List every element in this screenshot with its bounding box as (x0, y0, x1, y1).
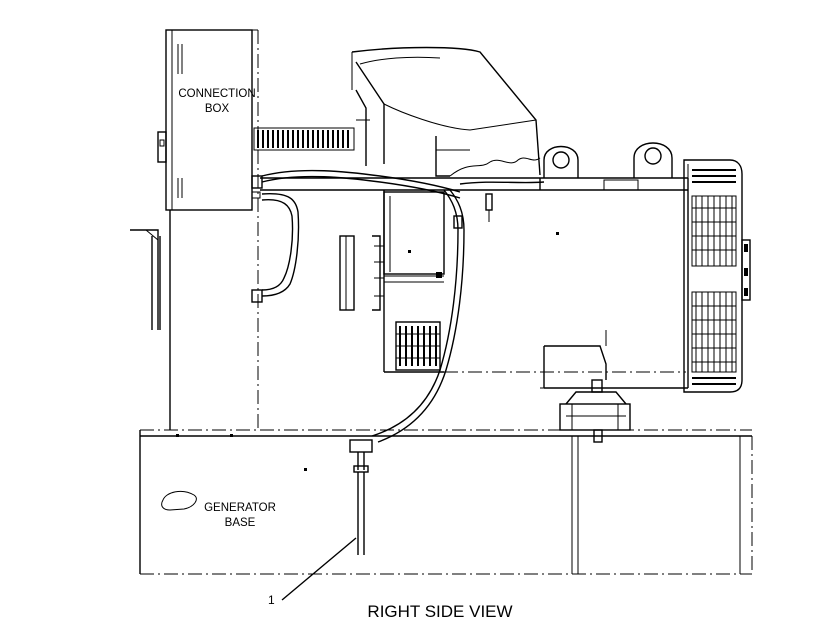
connection-box-label-line1: CONNECTION (178, 88, 255, 100)
generator-base-label-line2: BASE (225, 517, 256, 529)
generator-base-label-line1: GENERATOR (204, 502, 276, 514)
generator-body (260, 177, 689, 389)
connection-box (157, 29, 259, 430)
base-slot-outline (161, 490, 197, 511)
connection-box-label-line2: BOX (205, 103, 230, 115)
lifting-eye-right (633, 142, 673, 178)
lower-grille (395, 321, 441, 371)
view-title: RIGHT SIDE VIEW (367, 602, 512, 621)
callout-leader-line (281, 537, 357, 601)
exciter-housing (339, 191, 445, 311)
conduit-bellows (253, 127, 355, 151)
generator-base (139, 429, 753, 575)
callout-number: 1 (268, 593, 275, 607)
upper-housing (351, 46, 541, 177)
lifting-eye-left (543, 145, 579, 178)
sensor-fitting (349, 439, 373, 555)
mounting-support (559, 379, 631, 443)
fan-guard (683, 159, 751, 393)
wiring-harness (251, 169, 545, 443)
left-bracket (130, 229, 161, 330)
